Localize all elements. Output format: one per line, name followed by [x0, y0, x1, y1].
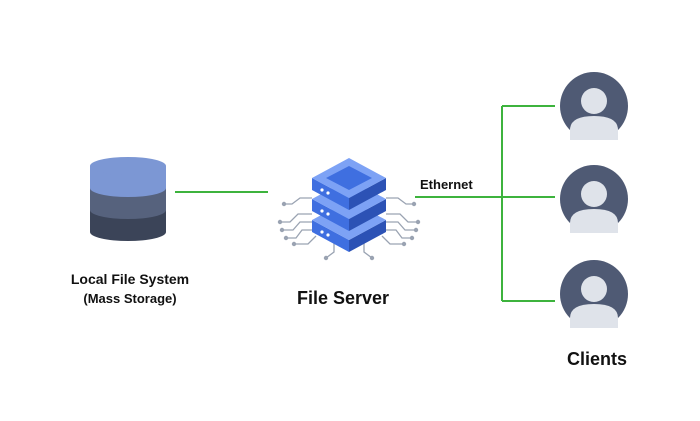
- ethernet-label: Ethernet: [420, 177, 473, 192]
- client-avatar-1: [560, 72, 628, 140]
- client-avatar-3: [560, 260, 628, 328]
- database-icon: [90, 157, 166, 241]
- clients-label: Clients: [566, 349, 627, 369]
- storage-title: Local File System: [70, 271, 190, 287]
- storage-subtitle: (Mass Storage): [83, 291, 177, 306]
- client-avatar-2: [560, 165, 628, 233]
- server-layer-1: [312, 158, 386, 210]
- server-label: File Server: [296, 288, 390, 308]
- circuit-pads: [277, 201, 421, 261]
- server-icon: [277, 158, 421, 261]
- connectors: [175, 105, 555, 302]
- circuit-traces: [280, 197, 418, 259]
